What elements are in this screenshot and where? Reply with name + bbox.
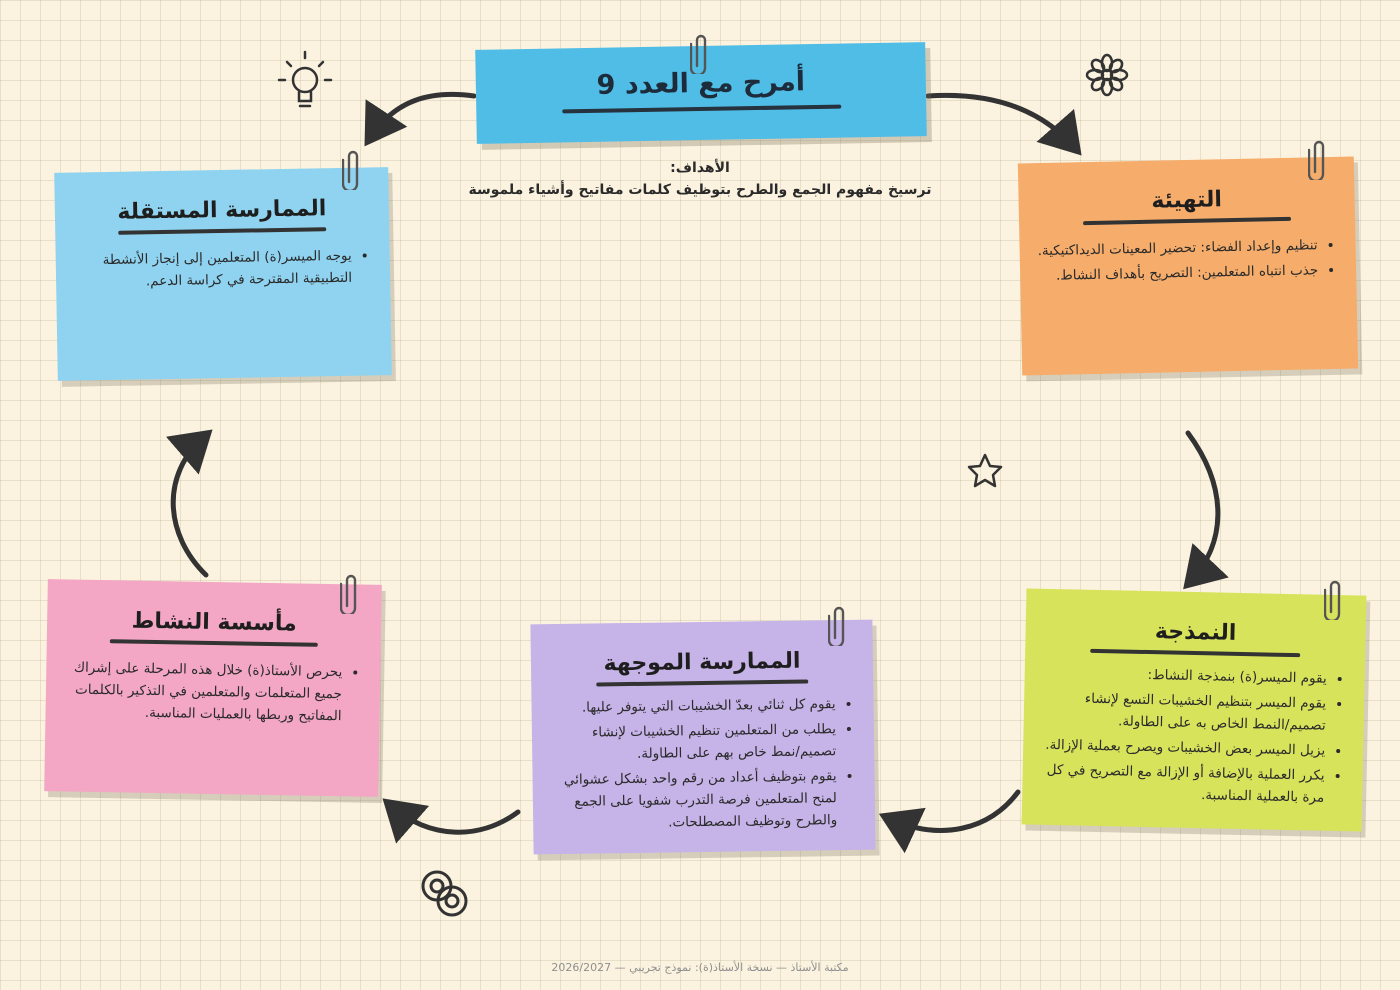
stage-item: يقوم كل ثنائي بعدّ الخشيبات التي يتوفر ع… <box>547 693 836 719</box>
arrow-maasasa-to-mustaqilla <box>165 429 213 578</box>
stage-namdaja-card: النمذجة يقوم الميسر(ة) بنمذجة النشاط: يق… <box>1021 588 1367 832</box>
stage-item: يقوم بتوظيف أعداد من رقم واحد بشكل عشوائ… <box>548 765 838 835</box>
title-underline <box>596 679 809 687</box>
goals-label: الأهداف: <box>670 160 730 176</box>
stage-item: يقوم الميسر(ة) بنمذجة النشاط: <box>1041 662 1327 690</box>
link-icon <box>421 870 468 917</box>
lightbulb-icon <box>277 50 333 108</box>
stage-item: يوجه الميسر(ة) المتعلمين إلى إنجاز الأنش… <box>72 245 353 294</box>
arrow-tahyia-to-namdaja <box>1183 430 1229 590</box>
arrow-title-to-tahyia <box>925 92 1082 156</box>
arrow-title-to-mustaqilla <box>364 91 477 147</box>
title-underline <box>1089 648 1301 658</box>
title-underline <box>1082 216 1292 226</box>
stage-title: الممارسة المستقلة <box>117 196 327 225</box>
arrow-muwajjaha-to-maasasa <box>382 798 521 844</box>
stage-tahyia-card: التهيئة تنظيم وإعداد الفضاء: تحضير المعي… <box>1017 156 1359 376</box>
stage-title: الممارسة الموجهة <box>603 648 801 677</box>
stage-item: يطلب من المتعلمين تنظيم الخشيبات لإنشاء … <box>548 718 837 766</box>
stage-item: تنظيم وإعداد الفضاء: تحضير المعينات الدي… <box>1035 234 1317 262</box>
stage-maasasa-card: مأسسة النشاط يحرص الأستاذ(ة) خلال هذه ال… <box>44 579 382 797</box>
flower-icon <box>1085 53 1129 97</box>
paperclip-icon <box>1324 580 1341 620</box>
stage-item: يقوم الميسر بتنظيم الخشيبات التسع لإنشاء… <box>1040 687 1327 737</box>
paperclip-icon <box>1308 140 1325 180</box>
goals-block: الأهداف: ترسيخ مفهوم الجمع والطرح بتوظيف… <box>430 160 970 198</box>
paperclip-icon <box>340 574 357 614</box>
stage-mustaqilla-card: الممارسة المستقلة يوجه الميسر(ة) المتعلم… <box>54 167 392 381</box>
title-underline <box>110 639 318 647</box>
goals-text: ترسيخ مفهوم الجمع والطرح بتوظيف كلمات مف… <box>468 182 932 198</box>
arrow-namdaja-to-muwajjaha <box>878 789 1021 854</box>
star-icon <box>967 453 1003 488</box>
paperclip-icon <box>342 150 359 190</box>
paperclip-icon <box>690 34 707 74</box>
stage-item: يكرر العملية بالإضافة أو الإزالة مع التص… <box>1038 759 1325 809</box>
stage-title: النمذجة <box>1154 619 1237 646</box>
stage-item: يزيل الميسر بعض الخشيبات ويصرح بعملية ال… <box>1039 734 1325 762</box>
footer-text: مكتبة الأستاذ — نسخة الأستاذ(ة): نموذج ت… <box>551 961 849 974</box>
stage-title: التهيئة <box>1151 187 1223 214</box>
title-underline <box>561 104 841 114</box>
stage-muwajjaha-card: الممارسة الموجهة يقوم كل ثنائي بعدّ الخش… <box>530 619 876 855</box>
stage-title: مأسسة النشاط <box>131 608 297 637</box>
stage-item: جذب انتباه المتعلمين: التصريح بأهداف الن… <box>1036 259 1318 287</box>
title-underline <box>118 227 326 235</box>
stage-item: يحرص الأستاذ(ة) خلال هذه المرحلة على إشر… <box>61 656 343 727</box>
paperclip-icon <box>828 606 845 646</box>
